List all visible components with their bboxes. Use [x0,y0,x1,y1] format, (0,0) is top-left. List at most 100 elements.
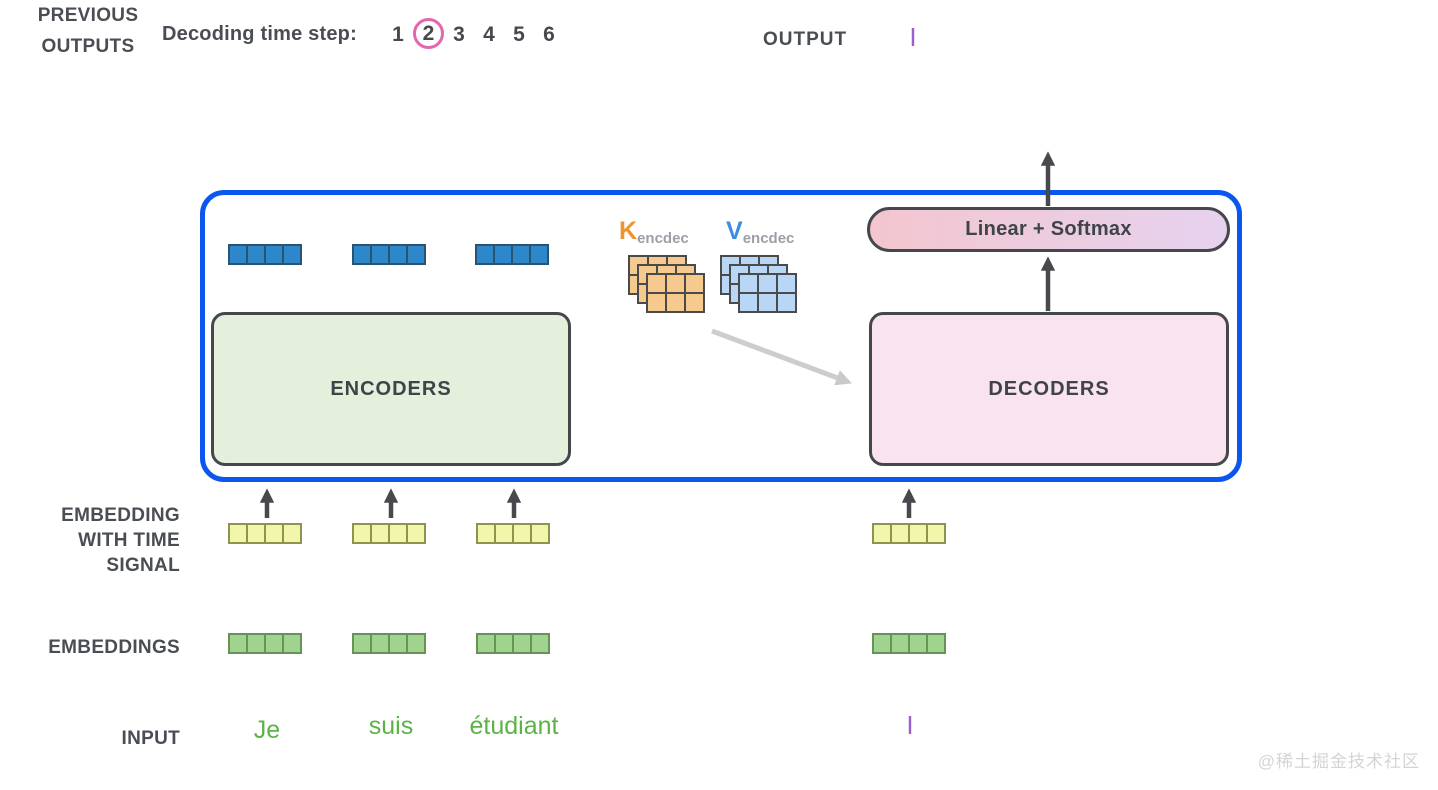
previous-output-value: I [906,710,914,740]
watermark: @稀土掘金技术社区 [1257,752,1420,771]
time-signal-vector-etudiant [476,523,550,544]
vector-cell [511,244,531,265]
vector-cell [388,523,408,544]
vector-cell [246,633,266,654]
vector-cell [370,633,390,654]
matrix-cell [665,292,686,313]
encoders-box: ENCODERS [211,312,571,466]
vector-cell [493,244,513,265]
vector-cell [908,523,928,544]
vector-cell [530,633,550,654]
input-label: INPUT [121,728,180,749]
input-word-je: Je [253,716,281,744]
decoding-step-4: 4 [483,22,495,46]
vector-cell [872,523,892,544]
vector-cell [370,244,390,265]
input-word-etudiant: étudiant [469,712,559,740]
vector-cell [908,633,928,654]
v-letter: V [726,217,743,245]
previous-outputs-line-1: PREVIOUS [37,5,139,26]
vector-cell [494,523,514,544]
linear-softmax-box: Linear + Softmax [867,207,1230,252]
matrix-cell [776,273,797,294]
vector-cell [282,633,302,654]
vector-cell [476,523,496,544]
vector-cell [352,244,372,265]
output-value: I [909,22,917,52]
v-encdec-label: Vencdec [726,217,794,247]
decoding-step-3: 3 [453,22,465,46]
embedding-vector-etudiant [476,633,550,654]
vector-cell [529,244,549,265]
vector-cell [264,244,284,265]
vector-cell [388,633,408,654]
embedding-vector-je [228,633,302,654]
k-subscript: encdec [637,230,689,247]
output-label: OUTPUT [763,29,848,50]
decoding-steps: 1 2 3 4 5 6 [383,18,564,51]
vector-cell [890,523,910,544]
k-matrix-sheet [646,273,705,313]
vector-cell [890,633,910,654]
decoding-time-step-label: Decoding time step: [162,23,357,45]
k-encdec-label: Kencdec [619,217,689,247]
vector-cell [282,244,302,265]
vector-cell [494,633,514,654]
matrix-cell [646,273,667,294]
embedding-vector-prev-output [872,633,946,654]
vector-cell [926,633,946,654]
k-letter: K [619,217,638,245]
v-matrix-sheet [738,273,797,313]
previous-outputs-line-2: OUTPUTS [41,36,135,57]
decoders-box: DECODERS [869,312,1229,466]
vector-cell [512,523,532,544]
decoders-label: DECODERS [988,377,1110,400]
vector-cell [370,523,390,544]
vector-cell [872,633,892,654]
embedding-vector-suis [352,633,426,654]
matrix-cell [738,273,759,294]
vector-cell [388,244,408,265]
vector-cell [406,523,426,544]
matrix-cell [757,273,778,294]
decoding-step-1: 1 [392,22,404,46]
encoders-label: ENCODERS [330,377,452,400]
vector-cell [228,523,248,544]
embedding-time-line-1: EMBEDDING [61,505,180,526]
vector-cell [512,633,532,654]
matrix-cell [665,273,686,294]
encoder-output-vector-3 [475,244,549,265]
vector-cell [926,523,946,544]
vector-cell [282,523,302,544]
vector-cell [228,633,248,654]
embedding-time-line-3: SIGNAL [106,555,180,576]
decoding-step-5: 5 [513,22,525,46]
vector-cell [406,244,426,265]
matrix-cell [776,292,797,313]
embedding-with-time-signal-label: EMBEDDING WITH TIME SIGNAL [61,503,180,578]
vector-cell [406,633,426,654]
vector-cell [228,244,248,265]
time-signal-vector-prev-output [872,523,946,544]
vector-cell [246,244,266,265]
vector-cell [476,633,496,654]
encoder-output-vector-2 [352,244,426,265]
embeddings-label: EMBEDDINGS [48,637,180,658]
matrix-cell [684,292,705,313]
time-signal-vector-je [228,523,302,544]
embedding-time-line-2: WITH TIME [78,530,180,551]
matrix-cell [738,292,759,313]
decoding-step-active: 2 [413,18,444,49]
vector-cell [352,633,372,654]
input-word-suis: suis [368,712,414,740]
previous-outputs-label: PREVIOUS OUTPUTS [0,0,176,62]
v-subscript: encdec [742,230,795,247]
linear-softmax-label: Linear + Softmax [965,218,1132,240]
vector-cell [352,523,372,544]
vector-cell [264,633,284,654]
encoder-output-vector-1 [228,244,302,265]
matrix-cell [646,292,667,313]
vector-cell [246,523,266,544]
vector-cell [530,523,550,544]
